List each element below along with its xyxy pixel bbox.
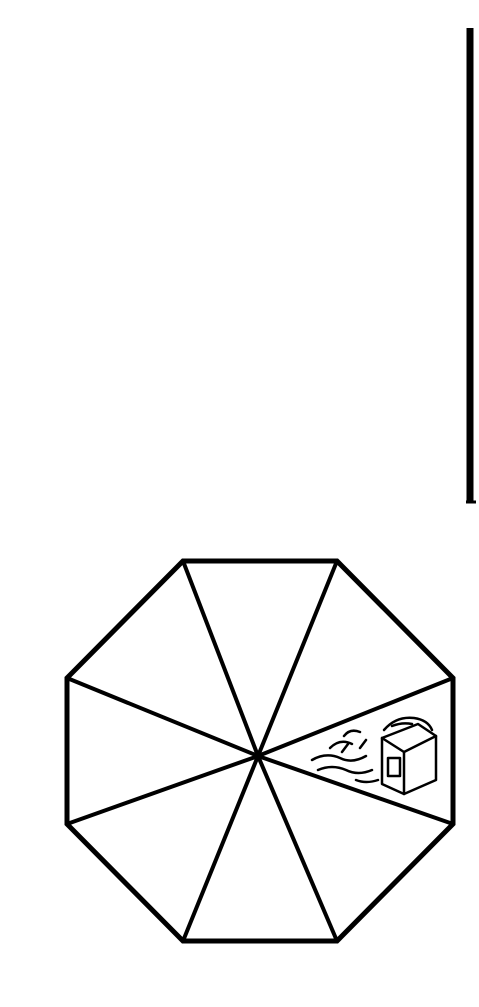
octagon — [67, 561, 453, 941]
vertical-bar — [466, 28, 476, 502]
